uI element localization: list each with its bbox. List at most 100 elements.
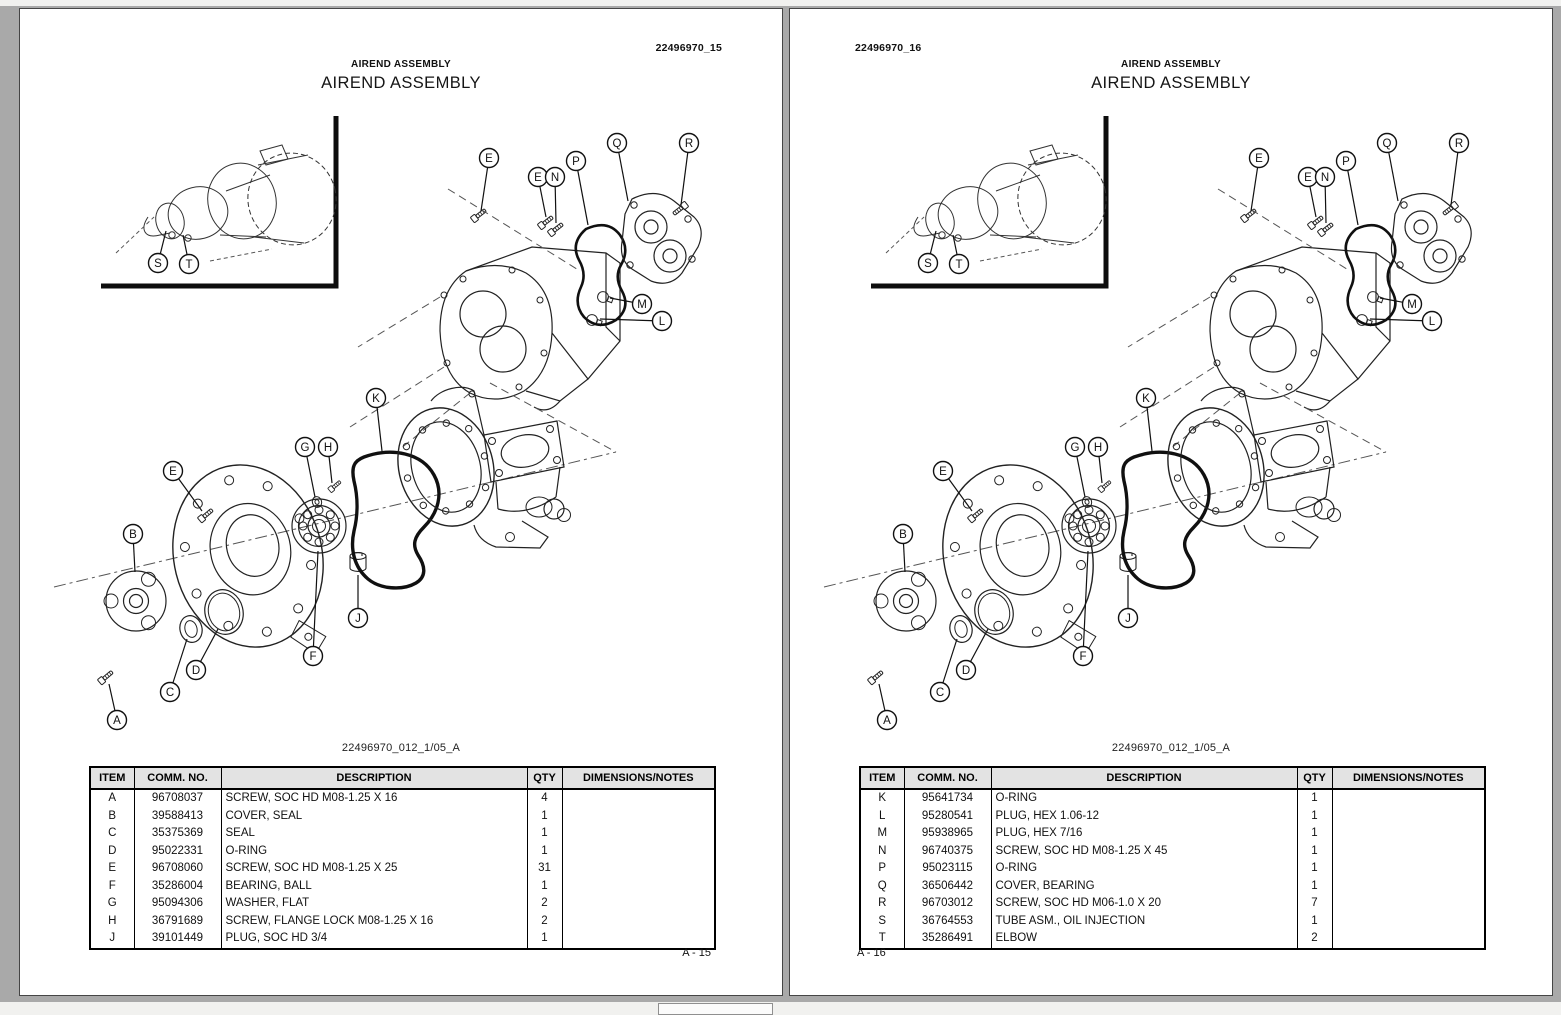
svg-text:F: F <box>309 651 316 663</box>
table-cell <box>1331 807 1485 825</box>
svg-text:B: B <box>129 529 137 541</box>
callout-P: P <box>1335 150 1359 226</box>
table-cell: COVER, BEARING <box>990 877 1297 895</box>
table-cell: 39588413 <box>133 807 221 825</box>
svg-text:E: E <box>169 466 177 478</box>
table-cell: COVER, SEAL <box>220 807 527 825</box>
table-cell: J <box>109 932 116 944</box>
svg-text:A: A <box>883 715 891 727</box>
column-header: COMM. NO. <box>133 767 221 790</box>
page-number: A - 16 <box>857 947 886 959</box>
table-cell: 96708037 <box>133 789 221 808</box>
table-cell <box>1331 860 1485 878</box>
svg-text:F: F <box>1079 651 1086 663</box>
svg-text:N: N <box>1321 172 1329 184</box>
page-a15: 22496970_15 AIREND ASSEMBLY AIREND ASSEM… <box>19 8 783 996</box>
table-cell: B <box>108 809 117 822</box>
svg-text:T: T <box>955 259 962 271</box>
page-a16: 22496970_16 AIREND ASSEMBLY AIREND ASSEM… <box>789 8 1553 996</box>
svg-text:Q: Q <box>1383 138 1392 150</box>
table-cell: WASHER, FLAT <box>220 895 527 913</box>
running-header: AIREND ASSEMBLY <box>351 59 451 70</box>
table-cell: 1 <box>1296 912 1332 930</box>
table-cell <box>561 930 715 949</box>
column-header: DESCRIPTION <box>990 767 1297 790</box>
running-header: AIREND ASSEMBLY <box>1121 59 1221 70</box>
svg-text:E: E <box>485 153 493 165</box>
table-cell: P <box>878 862 887 874</box>
table-cell: 36764553 <box>903 912 991 930</box>
callout-J: J <box>1117 575 1139 629</box>
column-header: ITEM <box>860 767 904 790</box>
callout-B: B <box>892 523 914 573</box>
table-cell: O-RING <box>990 789 1297 808</box>
table-cell: 95094306 <box>133 895 221 913</box>
table-cell: 1 <box>526 930 562 949</box>
svg-text:C: C <box>936 687 944 699</box>
table-cell <box>561 789 715 808</box>
scrollbar-thumb[interactable] <box>658 1003 773 1015</box>
table-cell <box>561 895 715 913</box>
table-cell <box>1331 912 1485 930</box>
table-cell: 96708060 <box>133 860 221 878</box>
table-cell: PLUG, HEX 1.06-12 <box>990 807 1297 825</box>
table-cell: 95641734 <box>903 789 991 808</box>
svg-text:R: R <box>685 138 693 150</box>
table-cell: A <box>108 792 117 804</box>
svg-text:M: M <box>637 299 647 311</box>
svg-text:A: A <box>113 715 121 727</box>
table-cell: 31 <box>526 860 562 878</box>
table-cell: 1 <box>526 825 562 843</box>
callout-G: G <box>294 436 316 498</box>
table-cell: 95022331 <box>133 842 221 860</box>
callout-K: K <box>365 387 387 452</box>
callout-T: T <box>948 234 970 275</box>
svg-text:E: E <box>1255 153 1263 165</box>
table-cell <box>1331 877 1485 895</box>
callout-C: C <box>929 638 958 703</box>
table-cell: PLUG, SOC HD 3/4 <box>220 930 527 949</box>
column-header: ITEM <box>90 767 134 790</box>
callout-A: A <box>876 683 898 731</box>
doc-code: 22496970_16 <box>855 42 922 54</box>
table-cell: 1 <box>526 877 562 895</box>
table-cell: 2 <box>1296 930 1332 949</box>
table-cell: D <box>108 844 117 857</box>
table-cell: 35286004 <box>133 877 221 895</box>
table-cell: SCREW, SOC HD M08-1.25 X 25 <box>220 860 527 878</box>
callout-Q: Q <box>1376 132 1399 202</box>
table-cell: N <box>878 844 887 857</box>
figure-caption: 22496970_012_1/05_A <box>341 742 461 754</box>
column-header: DIMENSIONS/NOTES <box>1331 767 1485 790</box>
callout-R: R <box>1448 132 1470 206</box>
callout-M: M <box>609 293 653 315</box>
table-cell: 2 <box>526 912 562 930</box>
callout-D: D <box>955 628 989 681</box>
table-cell <box>561 825 715 843</box>
column-header: COMM. NO. <box>903 767 991 790</box>
svg-text:S: S <box>924 258 932 270</box>
table-cell: 95280541 <box>903 807 991 825</box>
svg-text:E: E <box>1304 172 1312 184</box>
svg-text:H: H <box>324 442 332 454</box>
svg-text:J: J <box>355 613 361 625</box>
table-cell <box>1331 842 1485 860</box>
callout-T: T <box>178 234 200 275</box>
svg-text:D: D <box>962 665 970 677</box>
table-cell <box>561 877 715 895</box>
table-cell: F <box>108 879 116 892</box>
table-cell: 1 <box>526 807 562 825</box>
callout-N: N <box>544 166 566 224</box>
